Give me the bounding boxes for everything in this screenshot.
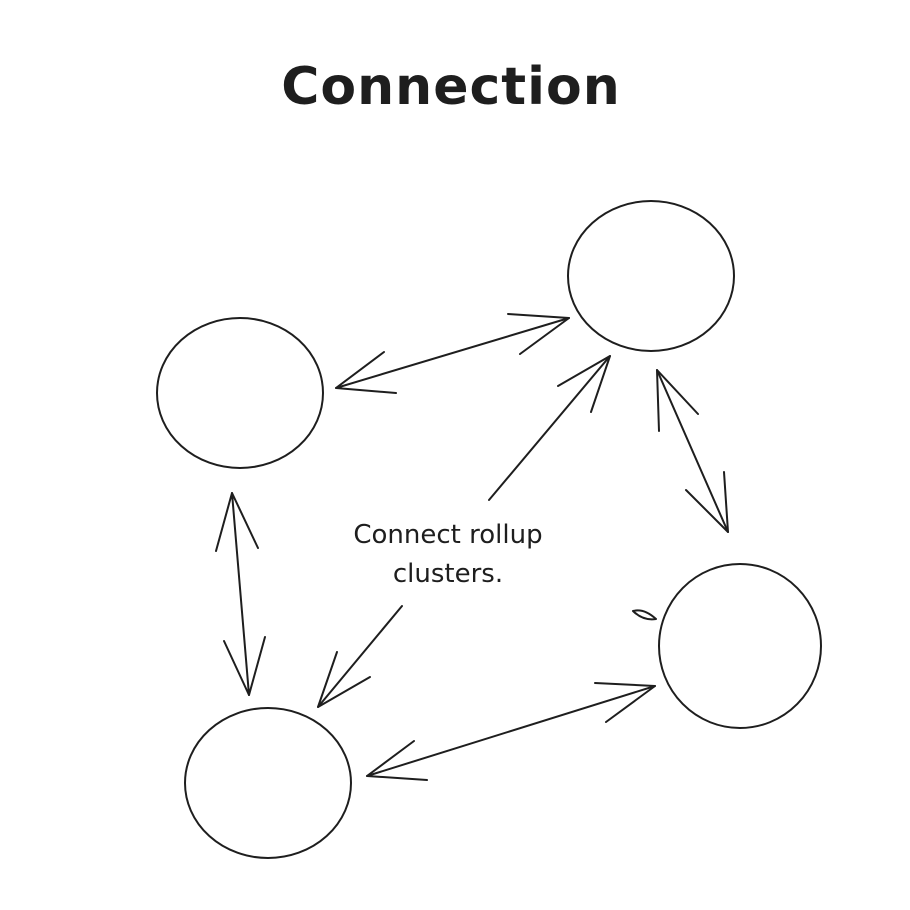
stray-mark bbox=[632, 609, 657, 621]
node-left bbox=[156, 317, 324, 469]
node-top-right bbox=[567, 200, 735, 352]
arrow-left-top-right bbox=[335, 313, 570, 394]
node-bottom-left bbox=[184, 707, 352, 859]
arrow-right-bottom-left bbox=[366, 682, 656, 781]
label-line-1: Connect rollup bbox=[353, 520, 542, 550]
arrow-left-bottom-left bbox=[215, 492, 266, 696]
arrow-label-top-right bbox=[488, 355, 611, 501]
diagram-title: Connection bbox=[281, 57, 620, 117]
arrow-top-right-right bbox=[656, 369, 729, 533]
label-line-2: clusters. bbox=[393, 559, 503, 589]
arrow-label-bottom-left bbox=[317, 605, 403, 708]
node-right bbox=[658, 563, 822, 729]
